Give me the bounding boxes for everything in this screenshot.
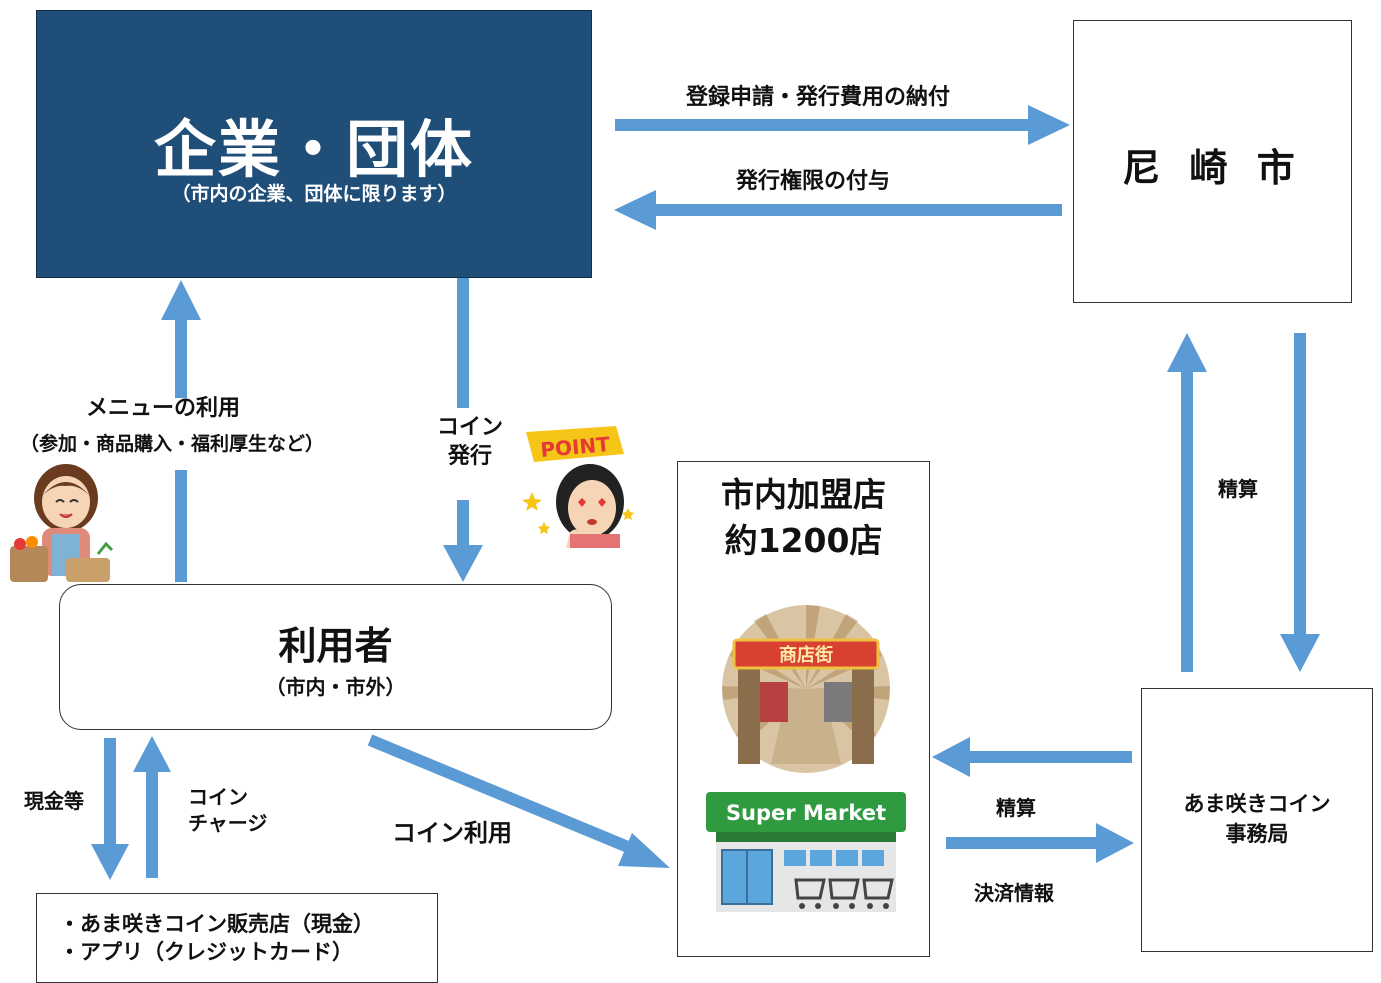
shopping-street-sign: 商店街: [779, 644, 833, 666]
sales-line-2: ・アプリ（クレジットカード）: [59, 940, 353, 964]
user-box: 利用者 （市内・市外）: [59, 584, 612, 730]
user-title: 利用者: [278, 624, 393, 668]
stores-title-line1: 市内加盟店: [721, 475, 886, 514]
user-subtitle: （市内・市外）: [265, 675, 406, 699]
arrow-user-to-stores: [367, 734, 670, 868]
shopper-illustration: [10, 464, 114, 582]
shopping-street-illustration: 商店街: [722, 605, 890, 773]
office-title-line1: あま咲きコイン: [1183, 792, 1331, 816]
stores-title-line2: 約1200店: [724, 521, 883, 561]
label-coin-issue: コイン 発行: [430, 414, 510, 471]
city-title: 尼 崎 市: [1122, 146, 1303, 190]
corporate-title: 企業・団体: [153, 113, 474, 186]
corporate-subtitle: （市内の企業、団体に限ります）: [171, 183, 457, 205]
city-box: 尼 崎 市: [1073, 20, 1352, 303]
label-coin-charge-line1: コイン: [188, 785, 248, 809]
label-authority: 発行権限の付与: [736, 169, 891, 194]
label-menu-use: メニューの利用: [86, 396, 241, 421]
label-payment-info: 決済情報: [974, 881, 1054, 905]
point-badge-text: POINT: [539, 432, 611, 462]
label-menu-detail: （参加・商品購入・福利厚生など）: [20, 433, 325, 455]
stores-box: 市内加盟店 約1200店 商店街 Super Market: [677, 461, 930, 957]
office-title-line2: 事務局: [1225, 822, 1289, 847]
label-settlement-city: 精算: [1218, 477, 1258, 501]
point-girl-illustration: POINT: [522, 426, 634, 548]
label-coin-charge: コイン チャージ: [188, 784, 267, 836]
label-coin-use: コイン利用: [392, 819, 512, 847]
label-cash: 現金等: [24, 789, 84, 813]
arrow-corp-to-user: [443, 278, 483, 582]
arrow-office-to-stores: [932, 737, 1132, 777]
supermarket-illustration: Super Market: [706, 792, 906, 912]
sales-outlet-box: ・あま咲きコイン販売店（現金） ・アプリ（クレジットカード）: [36, 893, 438, 983]
label-coin-issue-line1: コイン: [436, 415, 503, 440]
arrow-corp-to-city: [615, 105, 1070, 145]
label-coin-charge-line2: チャージ: [188, 811, 268, 835]
label-settlement-office: 精算: [996, 796, 1036, 820]
coin-office-box: あま咲きコイン 事務局: [1141, 688, 1373, 952]
arrow-city-to-corp: [614, 190, 1062, 230]
arrow-stores-to-office: [946, 823, 1134, 863]
sales-line-1: ・あま咲きコイン販売店（現金）: [59, 912, 374, 936]
supermarket-sign: Super Market: [726, 801, 886, 825]
arrow-user-to-corp: [161, 280, 201, 582]
label-coin-issue-line2: 発行: [447, 443, 492, 469]
arrow-city-to-office: [1280, 333, 1320, 672]
corporate-box: 企業・団体 （市内の企業、団体に限ります）: [36, 10, 592, 278]
label-registration: 登録申請・発行費用の納付: [686, 85, 951, 110]
arrow-user-to-shop: [91, 738, 129, 880]
arrow-office-to-city: [1167, 333, 1207, 672]
arrow-shop-to-user: [133, 736, 171, 878]
